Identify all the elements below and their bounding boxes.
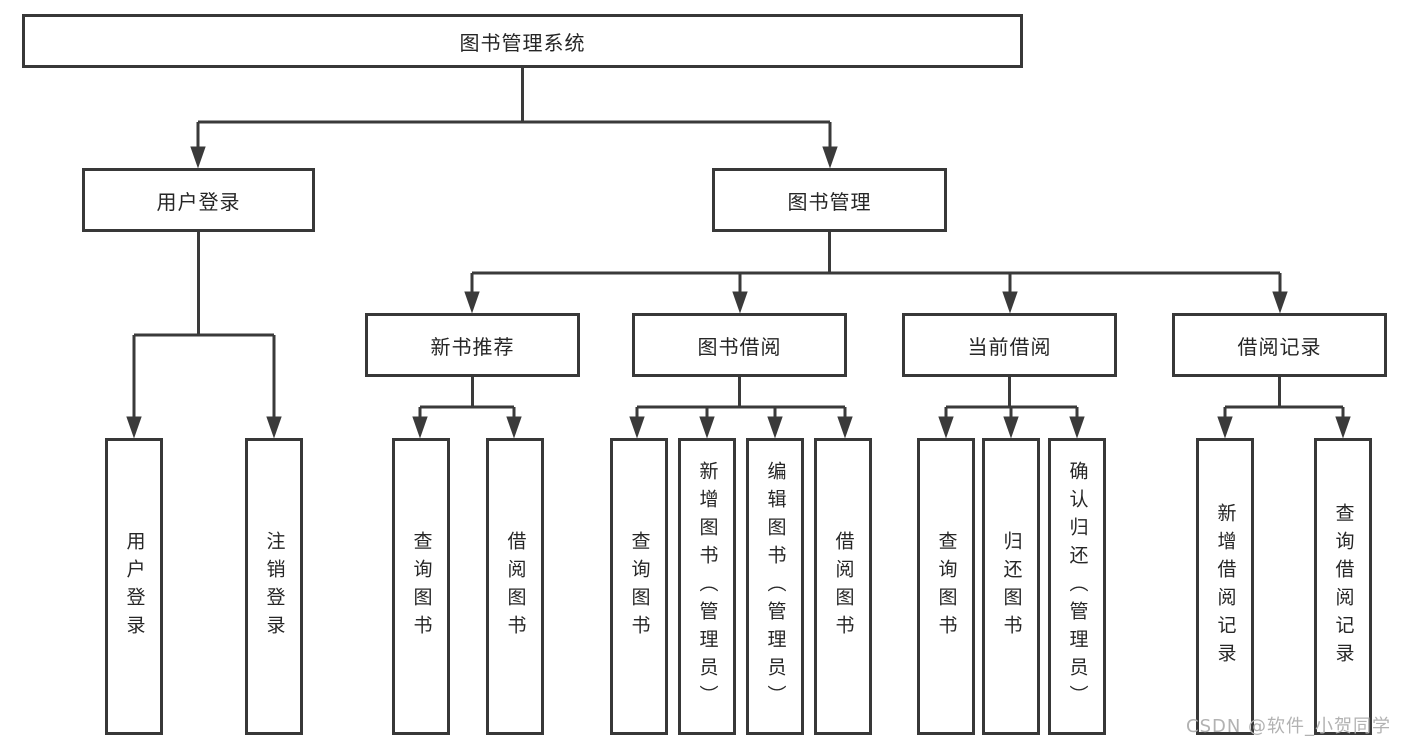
node-new-book-recommend: 新书推荐: [365, 313, 580, 377]
leaf-user-login: 用户登录: [105, 438, 163, 735]
connector-root-to-level2: [190, 68, 838, 169]
leaf-query-books-1-label: 查询图书: [410, 530, 433, 643]
leaf-borrow-books-2-label: 借阅图书: [832, 530, 855, 643]
leaf-query-books-2-label: 查询图书: [628, 530, 651, 643]
node-current-borrow: 当前借阅: [902, 313, 1117, 377]
connector-records-children: [1217, 377, 1351, 439]
connector-bookborrow-children: [629, 377, 853, 439]
leaf-return-books-label: 归还图书: [1000, 530, 1023, 643]
leaf-add-books-admin: 新增图书（管理员）: [678, 438, 736, 735]
leaf-add-borrow-record-label: 新增借阅记录: [1214, 502, 1237, 671]
connector-userlogin-children: [126, 232, 282, 439]
node-borrow-records: 借阅记录: [1172, 313, 1387, 377]
leaf-query-books-3: 查询图书: [917, 438, 975, 735]
node-book-borrow: 图书借阅: [632, 313, 847, 377]
leaf-query-borrow-record: 查询借阅记录: [1314, 438, 1372, 735]
node-user-login-label: 用户登录: [156, 189, 241, 214]
leaf-edit-books-admin-label: 编辑图书（管理员）: [764, 460, 787, 713]
leaf-confirm-return-admin-label: 确认归还（管理员）: [1066, 460, 1089, 713]
leaf-user-login-label: 用户登录: [123, 530, 146, 643]
leaf-return-books: 归还图书: [982, 438, 1040, 735]
node-borrow-records-label: 借阅记录: [1237, 334, 1322, 359]
leaf-logout: 注销登录: [245, 438, 303, 735]
leaf-borrow-books-1: 借阅图书: [486, 438, 544, 735]
leaf-borrow-books-1-label: 借阅图书: [504, 530, 527, 643]
csdn-watermark: CSDN @软件_小贺同学: [1186, 716, 1392, 737]
leaf-query-books-2: 查询图书: [610, 438, 668, 735]
leaf-query-books-3-label: 查询图书: [935, 530, 958, 643]
leaf-edit-books-admin: 编辑图书（管理员）: [746, 438, 804, 735]
node-book-borrow-label: 图书借阅: [697, 334, 782, 359]
leaf-query-borrow-record-label: 查询借阅记录: [1332, 502, 1355, 671]
node-book-management: 图书管理: [712, 168, 947, 232]
leaf-confirm-return-admin: 确认归还（管理员）: [1048, 438, 1106, 735]
node-new-book-recommend-label: 新书推荐: [430, 334, 515, 359]
leaf-logout-label: 注销登录: [263, 530, 286, 643]
node-book-management-label: 图书管理: [787, 189, 872, 214]
connector-bookmgmt-to-level3: [464, 232, 1288, 314]
connector-currentborrow-children: [938, 377, 1085, 439]
node-root: 图书管理系统: [22, 14, 1023, 68]
connector-newbooks-children: [412, 377, 522, 439]
node-user-login: 用户登录: [82, 168, 315, 232]
leaf-add-books-admin-label: 新增图书（管理员）: [696, 460, 719, 713]
node-current-borrow-label: 当前借阅: [967, 334, 1052, 359]
node-root-label: 图书管理系统: [459, 30, 586, 55]
leaf-add-borrow-record: 新增借阅记录: [1196, 438, 1254, 735]
leaf-borrow-books-2: 借阅图书: [814, 438, 872, 735]
leaf-query-books-1: 查询图书: [392, 438, 450, 735]
